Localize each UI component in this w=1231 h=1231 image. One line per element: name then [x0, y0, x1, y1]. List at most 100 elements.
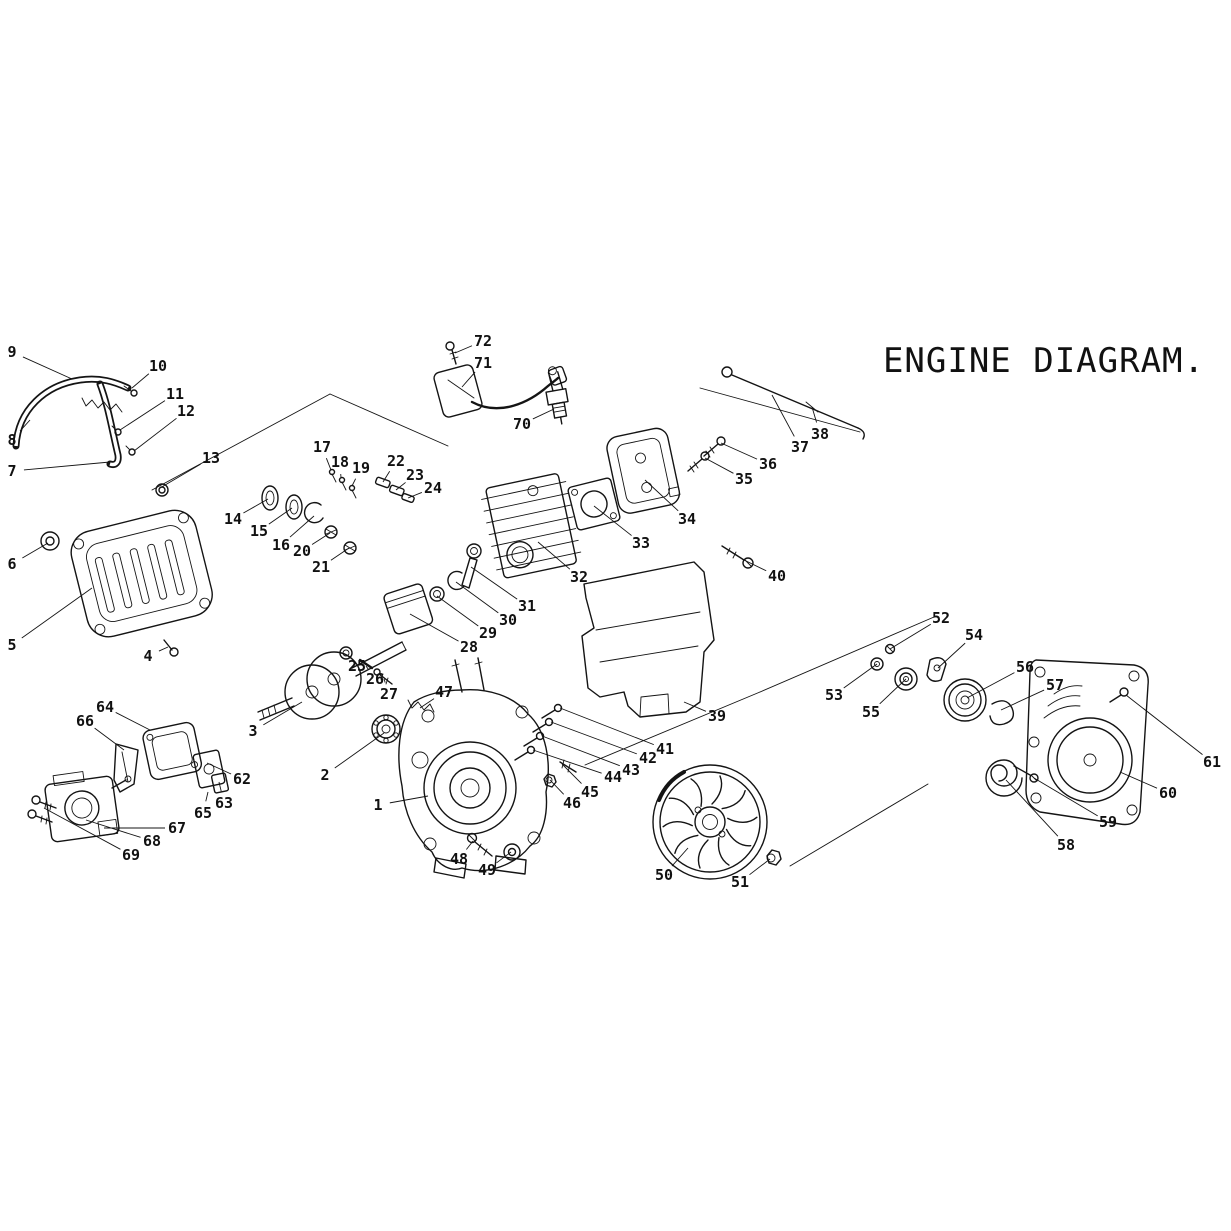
callout-70: 70 [513, 415, 531, 433]
callout-11: 11 [166, 385, 184, 403]
callout-13: 13 [202, 449, 220, 467]
leader-line-25 [346, 654, 350, 658]
leader-line-26 [365, 665, 369, 670]
retaining-ring [303, 501, 324, 524]
callout-47: 47 [435, 683, 453, 701]
cylinder [481, 473, 582, 579]
leader-line-65 [205, 791, 209, 802]
leader-line-35 [704, 457, 734, 474]
leader-line-59 [1033, 777, 1098, 817]
shroud-screw [721, 545, 754, 569]
callout-15: 15 [250, 522, 268, 540]
callout-69: 69 [122, 846, 140, 864]
leader-line-43 [541, 735, 620, 767]
clip-spring [989, 700, 1015, 726]
rewind-spring [985, 759, 1023, 797]
callout-71: 71 [474, 354, 492, 372]
leader-line-34 [644, 479, 679, 512]
leader-line-17 [325, 458, 332, 471]
callout-5: 5 [7, 636, 16, 654]
callout-57: 57 [1046, 676, 1064, 694]
leader-line-55 [879, 678, 907, 705]
callout-7: 7 [7, 462, 16, 480]
leader-line-69 [43, 807, 121, 850]
piston-assembly [383, 543, 482, 635]
muffler-bolts [687, 436, 726, 473]
callout-8: 8 [7, 431, 16, 449]
diagram-title: ENGINE DIAGRAM. [883, 341, 1205, 381]
callout-30: 30 [499, 611, 517, 629]
flywheel [652, 764, 768, 880]
ignition-coil [433, 341, 568, 418]
plug-wire [470, 376, 560, 410]
worm-gear [324, 525, 338, 539]
leader-line-56 [966, 672, 1015, 699]
callout-36: 36 [759, 455, 777, 473]
key-washer-screw [339, 646, 393, 685]
base-screw-washer [466, 832, 521, 861]
leader-line-54 [937, 642, 966, 669]
seal-group [261, 468, 415, 555]
leader-line-5 [21, 587, 93, 639]
main-bearing [371, 714, 401, 744]
callout-61: 61 [1203, 753, 1221, 771]
washer-6 [40, 531, 60, 551]
callout-66: 66 [76, 712, 94, 730]
leader-line-44 [532, 749, 602, 774]
leader-line-24 [407, 492, 423, 499]
callout-34: 34 [678, 510, 696, 528]
callout-63: 63 [215, 794, 233, 812]
callout-38: 38 [811, 425, 829, 443]
leader-line-30 [455, 581, 499, 614]
leader-line-47 [419, 698, 435, 709]
callout-29: 29 [479, 624, 497, 642]
handle-screw [123, 385, 138, 397]
flywheel-nut [766, 849, 782, 866]
callout-2: 2 [320, 766, 329, 784]
starter-parts [870, 643, 1039, 797]
leader-line-4 [158, 646, 169, 652]
leader-line-36 [720, 442, 758, 460]
callout-10: 10 [149, 357, 167, 375]
leader-line-28 [409, 613, 459, 642]
leader-line-68 [85, 819, 141, 838]
callout-48: 48 [450, 850, 468, 868]
leader-line-41 [559, 707, 654, 746]
leader-line-20 [311, 532, 331, 545]
leader-line-63 [218, 781, 222, 792]
callout-17: 17 [313, 438, 331, 456]
leader-line-22 [382, 470, 391, 483]
callout-19: 19 [352, 459, 370, 477]
callout-46: 46 [563, 794, 581, 812]
leader-line-1 [389, 795, 429, 804]
leader-line-19 [351, 478, 357, 487]
leader-line-51 [749, 858, 771, 876]
crankcase [398, 657, 549, 879]
callout-40: 40 [768, 567, 786, 585]
callout-21: 21 [312, 558, 330, 576]
exhaust-gasket [567, 477, 621, 531]
leader-line-29 [436, 595, 479, 627]
callout-41: 41 [656, 740, 674, 758]
callout-59: 59 [1099, 813, 1117, 831]
callout-18: 18 [331, 453, 349, 471]
coil-screw [445, 341, 459, 365]
leader-line-8 [19, 419, 31, 432]
callout-14: 14 [224, 510, 242, 528]
leader-line-52 [889, 623, 931, 650]
grommet [155, 483, 169, 497]
callout-16: 16 [272, 536, 290, 554]
leader-line-16 [289, 515, 315, 538]
throttle-cable [721, 366, 865, 440]
carb-bracket [113, 743, 139, 793]
case-nut [543, 773, 557, 788]
leader-line-9 [22, 356, 73, 380]
leader-line-39 [683, 701, 707, 712]
cover-bolt [163, 639, 179, 657]
callout-55: 55 [862, 703, 880, 721]
callout-4: 4 [143, 647, 152, 665]
callout-24: 24 [424, 479, 442, 497]
leader-line-37 [771, 394, 795, 437]
